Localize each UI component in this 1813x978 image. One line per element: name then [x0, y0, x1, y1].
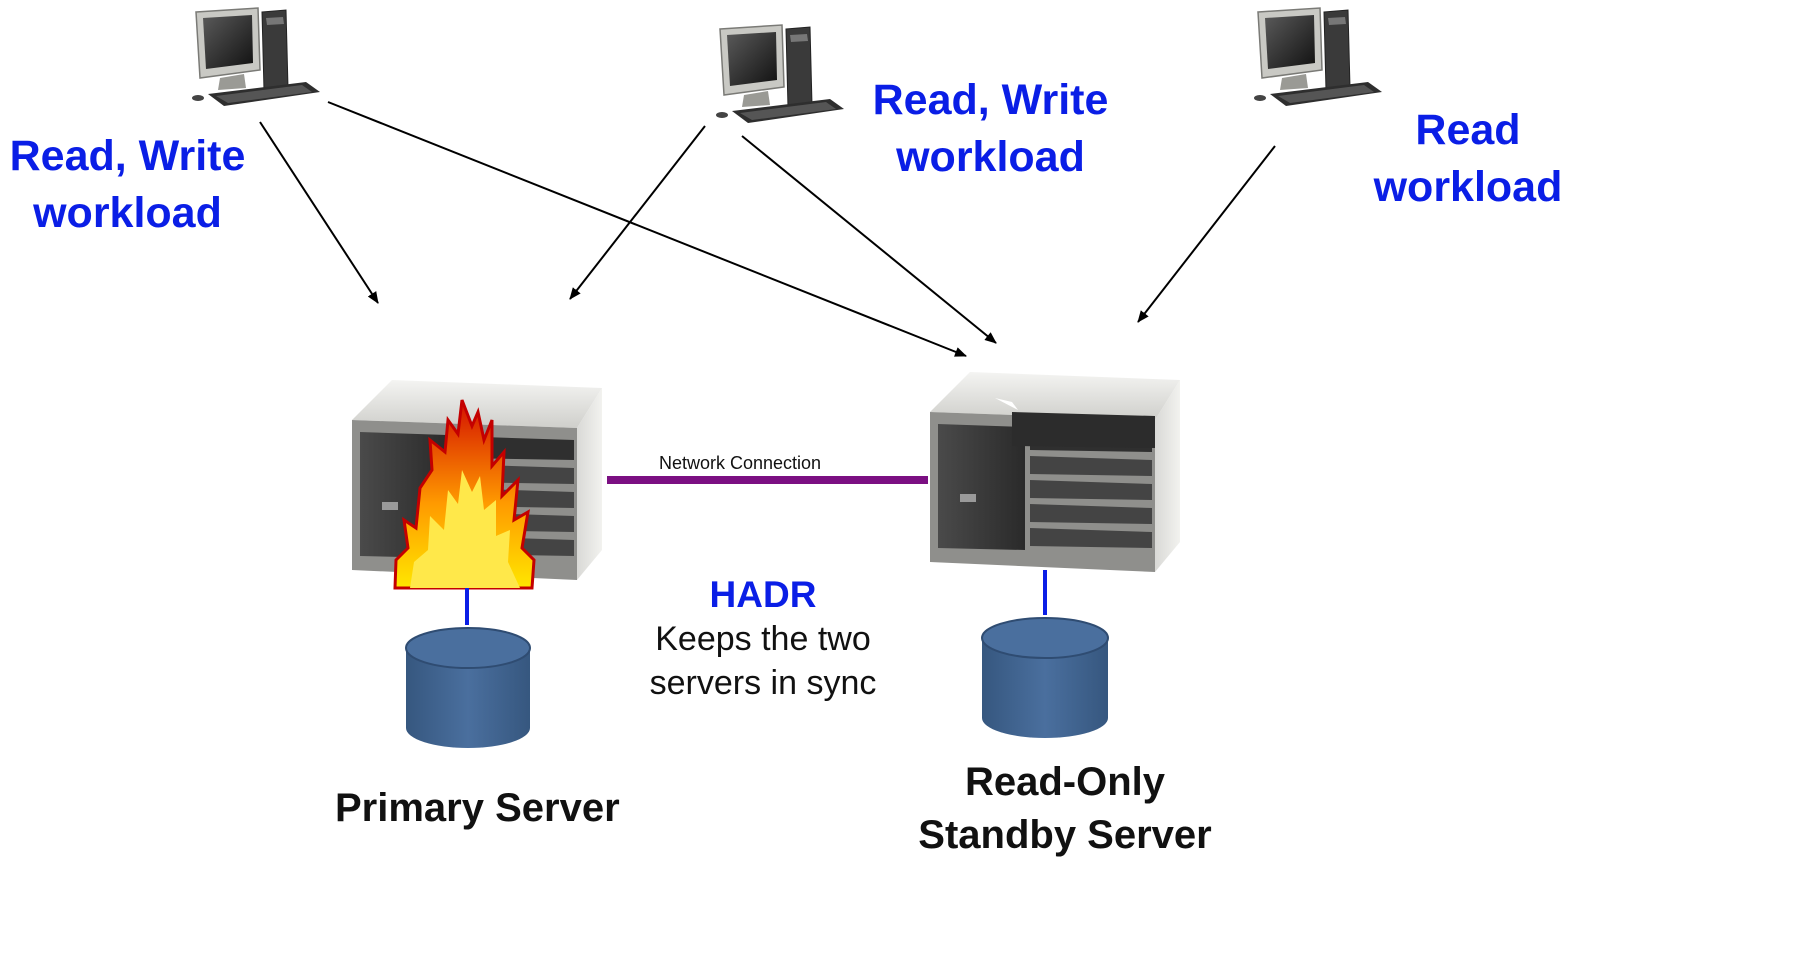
arrow-middle-to-standby	[741, 135, 997, 344]
arrow-left-to-standby	[327, 101, 967, 357]
arrow-left-to-primary	[259, 121, 379, 304]
workload-label-left: Read, Write workload	[9, 132, 246, 237]
client-computer-left-icon	[191, 7, 321, 107]
standby-server-icon	[930, 372, 1180, 572]
workload-label-right: Read workload	[1373, 106, 1563, 211]
standby-server-label: Read-Only Standby Server	[918, 760, 1212, 857]
workload-label-middle: Read, Write workload	[872, 76, 1109, 181]
standby-database-icon	[981, 617, 1109, 738]
primary-database-icon	[405, 627, 531, 748]
hadr-description: Keeps the two servers in sync	[649, 620, 877, 702]
primary-server-label: Primary Server	[335, 786, 620, 830]
network-connection-label: Network Connection	[658, 453, 822, 473]
fire-icon	[393, 399, 536, 590]
standby-front-panel-icon	[1012, 412, 1155, 448]
arrow-right-to-standby	[1137, 145, 1276, 323]
client-computer-middle-icon	[715, 24, 845, 124]
hadr-title: HADR	[709, 574, 817, 615]
arrow-middle-to-primary	[569, 125, 706, 300]
standby-indicator-arrow-icon	[995, 398, 1018, 410]
client-computer-right-icon	[1253, 7, 1383, 107]
